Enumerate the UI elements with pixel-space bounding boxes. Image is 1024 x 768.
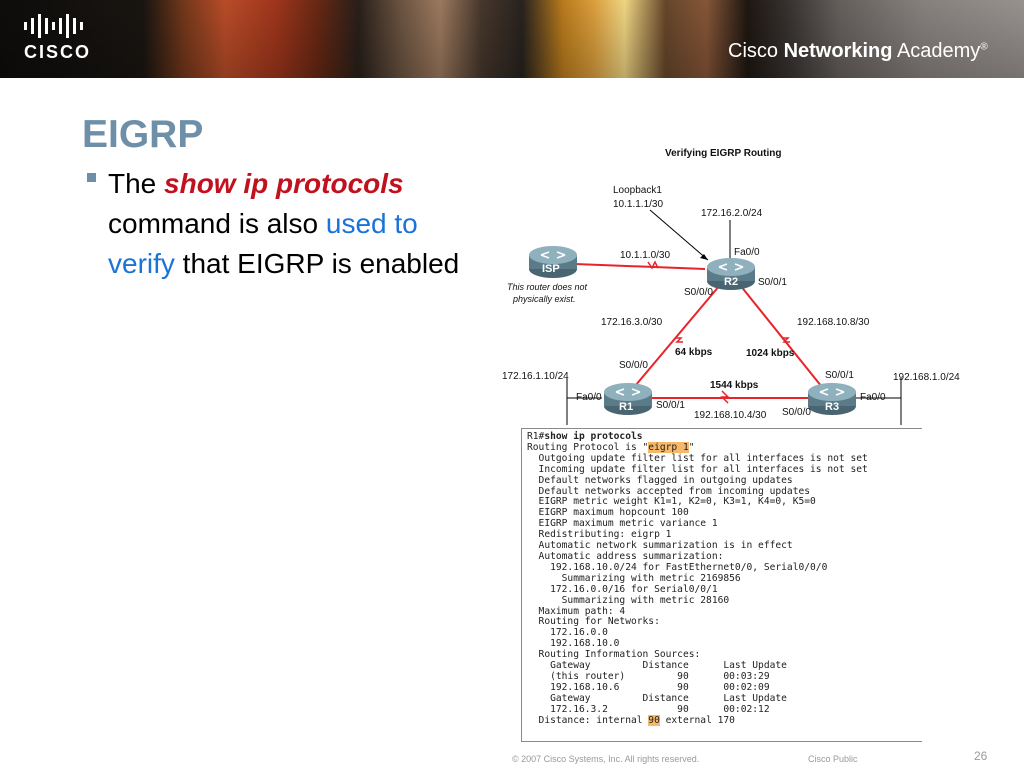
terminal-line: 192.168.10.0 — [527, 638, 620, 650]
page-number: 26 — [974, 749, 988, 763]
terminal-line: Summarizing with metric 2169856 — [527, 572, 741, 584]
terminal-line1-post: " — [688, 441, 695, 453]
r2-s000: S0/0/0 — [684, 287, 713, 298]
bullet-part3: that EIGRP is enabled — [174, 248, 460, 279]
isp-label: ISP — [542, 263, 560, 275]
terminal-last-post: external 170 — [659, 714, 735, 726]
terminal-line: 172.16.0.0 — [527, 627, 608, 639]
r2-lan-network: 172.16.2.0/24 — [701, 208, 763, 219]
terminal-line: EIGRP metric weight K1=1, K2=0, K3=1, K4… — [527, 496, 816, 508]
topology-diagram: ISP R2 R1 R3 Verifying EIGRP Routing Loo… — [490, 140, 970, 430]
r3-s000: S0/0/0 — [782, 407, 811, 418]
terminal-line: 192.168.10.6 90 00:02:09 — [527, 681, 770, 693]
terminal-line: Outgoing update filter list for all inte… — [527, 452, 868, 464]
terminal-line: Automatic network summarization is in ef… — [527, 540, 793, 552]
terminal-line: Default networks flagged in outgoing upd… — [527, 474, 793, 486]
loopback-name: Loopback1 — [613, 185, 662, 196]
terminal-prompt: R1# — [527, 431, 545, 442]
academy-suffix: Academy — [892, 40, 981, 62]
r2-label: R2 — [724, 276, 739, 288]
r1-fa00: Fa0/0 — [576, 392, 602, 403]
bullet-part1: The — [108, 168, 165, 199]
r1-s001: S0/0/1 — [656, 400, 685, 411]
networking-academy-logo: Cisco Networking Academy® — [728, 40, 988, 63]
cisco-logo-text: CISCO — [24, 42, 92, 62]
terminal-line: Incoming update filter list for all inte… — [527, 463, 868, 475]
terminal-line1-pre: Routing Protocol is " — [527, 441, 649, 453]
header-banner-overlay — [0, 0, 1024, 78]
topology-links — [566, 209, 902, 425]
terminal-line: Default networks accepted from incoming … — [527, 485, 811, 497]
r2-fa00: Fa0/0 — [734, 247, 760, 258]
terminal-line: 192.168.10.0/24 for FastEthernet0/0, Ser… — [527, 561, 828, 573]
r2-router-icon — [707, 258, 755, 290]
terminal-last-pre: Distance: internal — [527, 714, 649, 726]
terminal-line: Summarizing with metric 28160 — [527, 594, 730, 606]
terminal-last-mark: 90 — [648, 714, 660, 726]
r1-router-icon — [604, 383, 652, 415]
r3-label: R3 — [825, 401, 840, 413]
bullet-text: The show ip protocols command is also us… — [108, 164, 468, 284]
terminal-command: show ip protocols — [544, 431, 643, 442]
cisco-logo-icon — [24, 14, 83, 38]
terminal-line: Maximum path: 4 — [527, 605, 626, 617]
terminal-output: R1#show ip protocols Routing Protocol is… — [521, 428, 922, 742]
terminal-line: (this router) 90 00:03:29 — [527, 670, 770, 682]
r2-s001: S0/0/1 — [758, 277, 787, 288]
r3-lan-network: 192.168.1.0/24 — [893, 372, 960, 383]
r1-lan-network: 172.16.1.10/24 — [502, 371, 569, 382]
academy-prefix: Cisco — [728, 40, 784, 62]
slide-title: EIGRP — [82, 113, 204, 156]
terminal-line: Gateway Distance Last Update — [527, 692, 787, 704]
r3-s001: S0/0/1 — [825, 370, 854, 381]
bullet-part2: command is also — [108, 208, 326, 239]
r1-r3-bandwidth: 1544 kbps — [710, 380, 759, 391]
r1-r3-network: 192.168.10.4/30 — [694, 410, 767, 421]
r3-fa00: Fa0/0 — [860, 392, 886, 403]
r1-r2-network: 172.16.3.0/30 — [601, 317, 663, 328]
terminal-line: EIGRP maximum hopcount 100 — [527, 507, 689, 519]
terminal-line: 172.16.3.2 90 00:02:12 — [527, 703, 770, 715]
terminal-line: Routing Information Sources: — [527, 649, 701, 661]
r3-router-icon — [808, 383, 856, 415]
academy-bold: Networking — [783, 40, 893, 62]
terminal-line: Routing for Networks: — [527, 616, 660, 628]
terminal-line: EIGRP maximum metric variance 1 — [527, 518, 718, 530]
loopback-address: 10.1.1.1/30 — [613, 199, 664, 210]
terminal-line: Redistributing: eigrp 1 — [527, 529, 672, 541]
diagram-title: Verifying EIGRP Routing — [665, 148, 782, 159]
terminal-line: Automatic address summarization: — [527, 550, 724, 562]
r1-r2-bandwidth: 64 kbps — [675, 347, 713, 358]
terminal-line: Gateway Distance Last Update — [527, 660, 787, 672]
footer-copyright: © 2007 Cisco Systems, Inc. All rights re… — [512, 754, 700, 764]
bullet-highlight: used to verify — [108, 208, 418, 279]
terminal-line1-mark: eigrp 1 — [648, 441, 689, 453]
r1-label: R1 — [619, 401, 634, 413]
r2-r3-bandwidth: 1024 kbps — [746, 348, 795, 359]
header-banner — [0, 0, 1024, 78]
isp-link-network: 10.1.1.0/30 — [620, 250, 671, 261]
isp-router-icon — [529, 246, 577, 278]
terminal-text: R1#show ip protocols Routing Protocol is… — [522, 429, 922, 726]
bullet-square-icon — [87, 173, 96, 182]
r2-r3-network: 192.168.10.8/30 — [797, 317, 870, 328]
r1-s000: S0/0/0 — [619, 360, 648, 371]
bullet-command: show ip protocols — [164, 168, 404, 199]
isp-note-line2: physically exist. — [513, 294, 576, 304]
terminal-line: 172.16.0.0/16 for Serial0/0/1 — [527, 583, 718, 595]
footer-classification: Cisco Public — [808, 754, 858, 764]
isp-note-line1: This router does not — [507, 282, 588, 292]
academy-mark: ® — [980, 41, 988, 53]
